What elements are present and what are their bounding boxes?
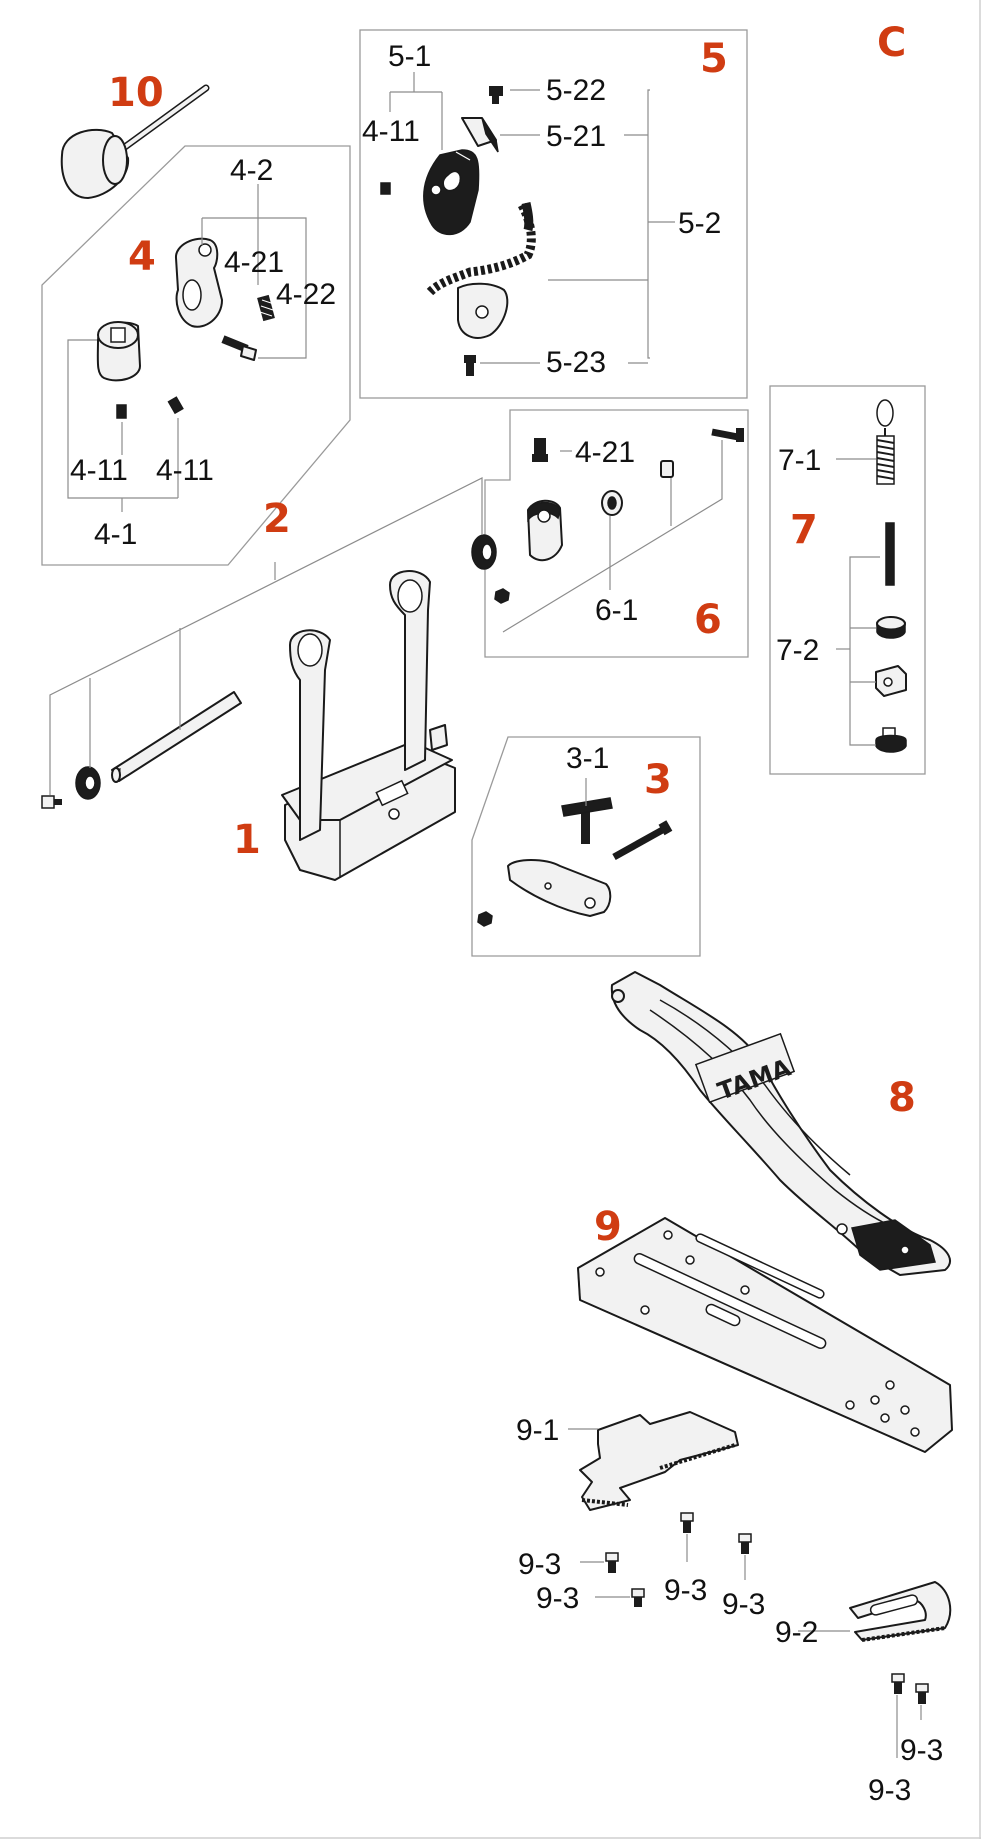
screw-9-3-e [891, 1673, 905, 1694]
label-5-21: 5-21 [546, 120, 606, 153]
spur-plate-9-1 [579, 1411, 739, 1511]
sheet-letter: C [877, 20, 906, 66]
label-9-3-b: 9-3 [536, 1582, 579, 1615]
cam-5-1 [423, 149, 480, 236]
screw-5-22 [489, 86, 503, 104]
collar-6-1 [601, 490, 623, 516]
label-4-2: 4-2 [230, 154, 273, 187]
adjust-nut-7-2 [876, 616, 906, 639]
long-bolt-3 [612, 820, 673, 861]
label-4-11-left: 4-11 [70, 454, 128, 487]
label-9-1: 9-1 [516, 1414, 559, 1447]
label-5-23: 5-23 [546, 346, 606, 379]
hinge-6 [527, 499, 563, 562]
set-screw-4-11b [167, 396, 184, 415]
part-number-9: 9 [594, 1204, 622, 1250]
label-9-3-f: 9-3 [868, 1774, 911, 1807]
spring-block-7-2 [875, 665, 907, 697]
screw-9-3-f [915, 1683, 929, 1704]
label-9-3-d: 9-3 [722, 1588, 765, 1621]
clamp-3 [507, 859, 612, 917]
spring-rod-7-2 [885, 522, 895, 586]
t-bolt-3-1 [561, 797, 613, 844]
bearing-part-2 [75, 766, 101, 800]
pin-6 [660, 460, 674, 478]
spring-screw-4-21 [257, 294, 275, 322]
label-3-1: 3-1 [566, 742, 609, 775]
bolt-4-22 [221, 335, 257, 361]
label-4-1: 4-1 [94, 518, 137, 551]
label-5-1: 5-1 [388, 40, 431, 73]
nut-6 [494, 588, 510, 604]
spur-plate-9-2 [849, 1581, 952, 1642]
part-number-4: 4 [128, 234, 156, 280]
base-plate-part-9 [577, 1217, 953, 1453]
group-4-outline [41, 145, 351, 566]
frame-part-1 [281, 570, 456, 881]
label-5-22: 5-22 [546, 74, 606, 107]
label-9-3-c: 9-3 [664, 1574, 707, 1607]
footboard-part-8: TAMA [610, 971, 951, 1276]
part-number-1: 1 [233, 817, 261, 863]
spring-7-1 [876, 399, 895, 485]
set-screw-4-11a [116, 404, 127, 419]
part-number-3: 3 [644, 757, 672, 803]
part-number-10: 10 [108, 70, 164, 116]
clamp-5-21 [461, 117, 499, 153]
label-4-11-right: 4-11 [156, 454, 214, 487]
screw-9-3-a [605, 1552, 619, 1573]
chain-5-2 [426, 202, 536, 296]
label-9-3-e: 9-3 [900, 1734, 943, 1767]
label-4-11-cam: 4-11 [362, 115, 420, 148]
nut-3 [477, 911, 493, 927]
label-4-21-hinge: 4-21 [575, 436, 635, 469]
label-6-1: 6-1 [595, 594, 638, 627]
group-7-outline [769, 385, 926, 775]
part-number-7: 7 [790, 507, 818, 553]
screw-4-11-cam [380, 182, 391, 195]
label-4-22: 4-22 [276, 278, 336, 311]
group-6-outline [484, 409, 749, 658]
axle-part-2 [111, 691, 242, 783]
part-number-2: 2 [263, 496, 291, 542]
label-4-21: 4-21 [224, 246, 284, 279]
part-number-5: 5 [700, 36, 728, 82]
label-9-2: 9-2 [775, 1616, 818, 1649]
group-5-outline [359, 29, 748, 399]
screw-9-3-c [680, 1512, 694, 1533]
sprocket-5-2 [457, 282, 509, 339]
screw-5-23 [464, 355, 476, 376]
screw-part-2 [41, 795, 62, 809]
bearing-6 [471, 534, 497, 570]
spring-nut-7-2 [875, 727, 907, 753]
screw-4-21-hinge [532, 438, 548, 462]
label-5-2: 5-2 [678, 207, 721, 240]
beater-part-10 [60, 84, 210, 199]
screw-9-3-d [738, 1533, 752, 1554]
bolt-6 [711, 428, 744, 442]
beater-holder-4-2 [174, 237, 223, 328]
collar-4-1 [96, 321, 141, 382]
group-3-outline [471, 736, 701, 957]
part-number-6: 6 [694, 597, 722, 643]
label-7-2: 7-2 [776, 634, 819, 667]
label-7-1: 7-1 [778, 444, 821, 477]
screw-9-3-b [631, 1588, 645, 1607]
part-number-8: 8 [888, 1075, 916, 1121]
label-9-3-a: 9-3 [518, 1548, 561, 1581]
